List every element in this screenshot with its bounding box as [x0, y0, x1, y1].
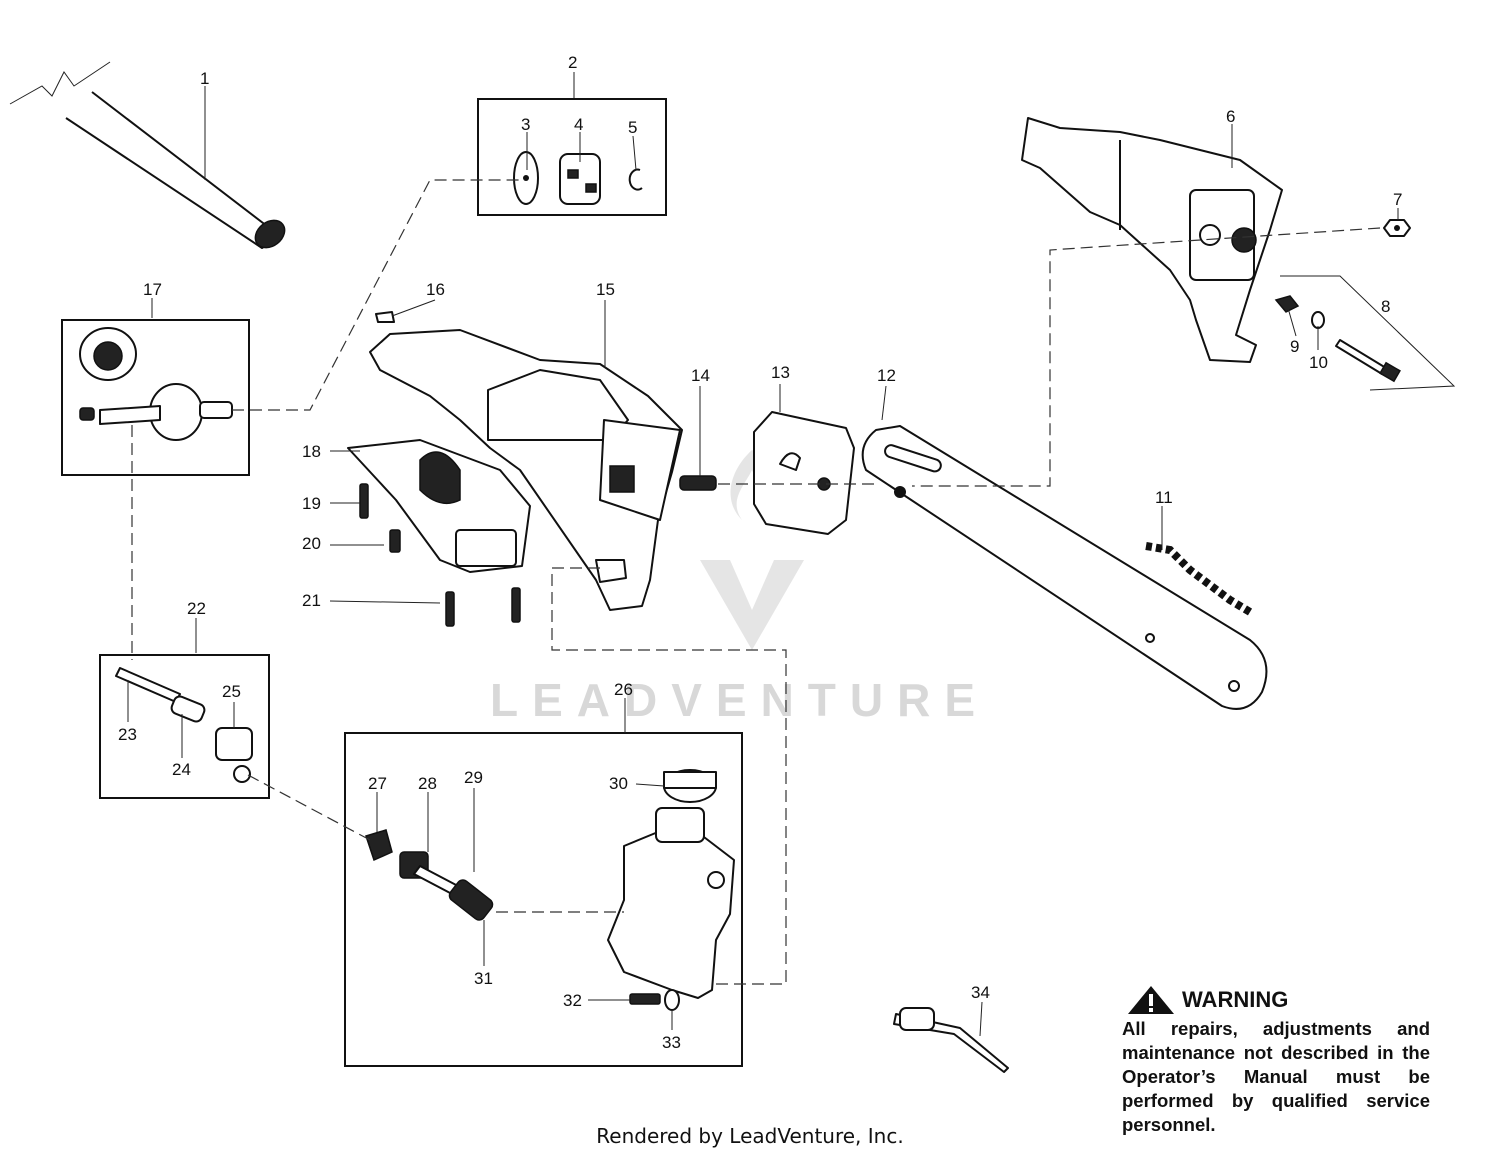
part-34-wrench — [893, 1007, 1009, 1073]
callout-5: 5 — [628, 118, 637, 137]
part-27-fitting — [365, 829, 393, 862]
part-8-screw — [1335, 339, 1401, 383]
callout-15: 15 — [596, 280, 615, 299]
callout-4: 4 — [574, 115, 583, 134]
part-18-gear-case — [347, 439, 531, 573]
callout-28: 28 — [418, 774, 437, 793]
callout-27: 27 — [368, 774, 387, 793]
part-33-washer — [664, 989, 680, 1011]
part-13-bar-plate — [753, 411, 855, 535]
callout-19: 19 — [302, 494, 321, 513]
callout-3: 3 — [521, 115, 530, 134]
part-24-bushing — [170, 695, 206, 723]
callout-29: 29 — [464, 768, 483, 787]
part-9-adjuster — [1274, 295, 1300, 313]
part-17-gear-assembly — [79, 327, 233, 441]
callout-18: 18 — [302, 442, 321, 461]
part-3-washer — [513, 151, 539, 205]
warning-body-text: All repairs, adjustments and maintenance… — [1122, 1018, 1430, 1135]
callout-32: 32 — [563, 991, 582, 1010]
callout-2: 2 — [568, 53, 577, 72]
warning-triangle-icon — [1128, 986, 1174, 1014]
callout-13: 13 — [771, 363, 790, 382]
part-7-nut — [1383, 219, 1411, 237]
part-6-chain-cover — [1021, 117, 1283, 363]
part-25-fitting — [215, 727, 253, 783]
callout-10: 10 — [1309, 353, 1328, 372]
callout-33: 33 — [662, 1033, 681, 1052]
part-14-stud — [679, 475, 717, 491]
part-32-screw — [629, 993, 661, 1005]
part-30-cap — [663, 769, 717, 803]
leadventure-watermark: LEADVENTURE — [490, 450, 989, 726]
callout-31: 31 — [474, 969, 493, 988]
part-10-washer — [1311, 311, 1325, 329]
callout-23: 23 — [118, 725, 137, 744]
part-11-saw-chain — [1145, 542, 1253, 616]
callout-26: 26 — [614, 680, 633, 699]
callout-8: 8 — [1381, 297, 1390, 316]
warning-title-text: WARNING — [1182, 987, 1289, 1012]
part-31-filter — [448, 879, 494, 921]
part-1-drive-shaft — [9, 61, 286, 249]
part-15-housing — [369, 329, 683, 611]
box-group-2 — [477, 98, 667, 216]
callout-12: 12 — [877, 366, 896, 385]
part-oil-tank — [607, 807, 735, 999]
warning-heading: WARNING — [1126, 985, 1430, 1015]
callout-25: 25 — [222, 682, 241, 701]
leader-lines — [127, 72, 1456, 1037]
callout-11: 11 — [1155, 488, 1173, 507]
part-19-screw — [359, 483, 369, 519]
part-5-retaining-ring — [628, 168, 643, 191]
callout-20: 20 — [302, 534, 321, 553]
part-23-worm — [115, 667, 181, 703]
callout-9: 9 — [1290, 337, 1299, 356]
part-12-guide-bar — [861, 425, 1268, 710]
part-20-screw — [389, 529, 401, 553]
part-4-sprocket — [559, 153, 601, 205]
callout-34: 34 — [971, 983, 990, 1002]
callout-17: 17 — [143, 280, 162, 299]
callout-labels: 1 2 3 4 5 6 7 8 9 10 11 12 13 14 15 16 1… — [118, 53, 1402, 1052]
callout-7: 7 — [1393, 190, 1402, 209]
footer-credit: Rendered by LeadVenture, Inc. — [596, 1124, 904, 1148]
callout-1: 1 — [200, 69, 209, 88]
callout-6: 6 — [1226, 107, 1235, 126]
callout-16: 16 — [426, 280, 445, 299]
part-21-screw — [445, 587, 521, 627]
box-group-17 — [61, 319, 250, 476]
callout-21: 21 — [302, 591, 321, 610]
part-16-clip — [375, 311, 395, 323]
box-group-26 — [344, 732, 743, 1067]
watermark-text: LEADVENTURE — [490, 674, 989, 726]
box-group-22 — [99, 654, 270, 799]
callout-14: 14 — [691, 366, 710, 385]
callout-30: 30 — [609, 774, 628, 793]
callout-22: 22 — [187, 599, 206, 618]
connection-lines — [131, 179, 1381, 985]
callout-24: 24 — [172, 760, 191, 779]
warning-notice: WARNING All repairs, adjustments and mai… — [1122, 985, 1430, 1137]
